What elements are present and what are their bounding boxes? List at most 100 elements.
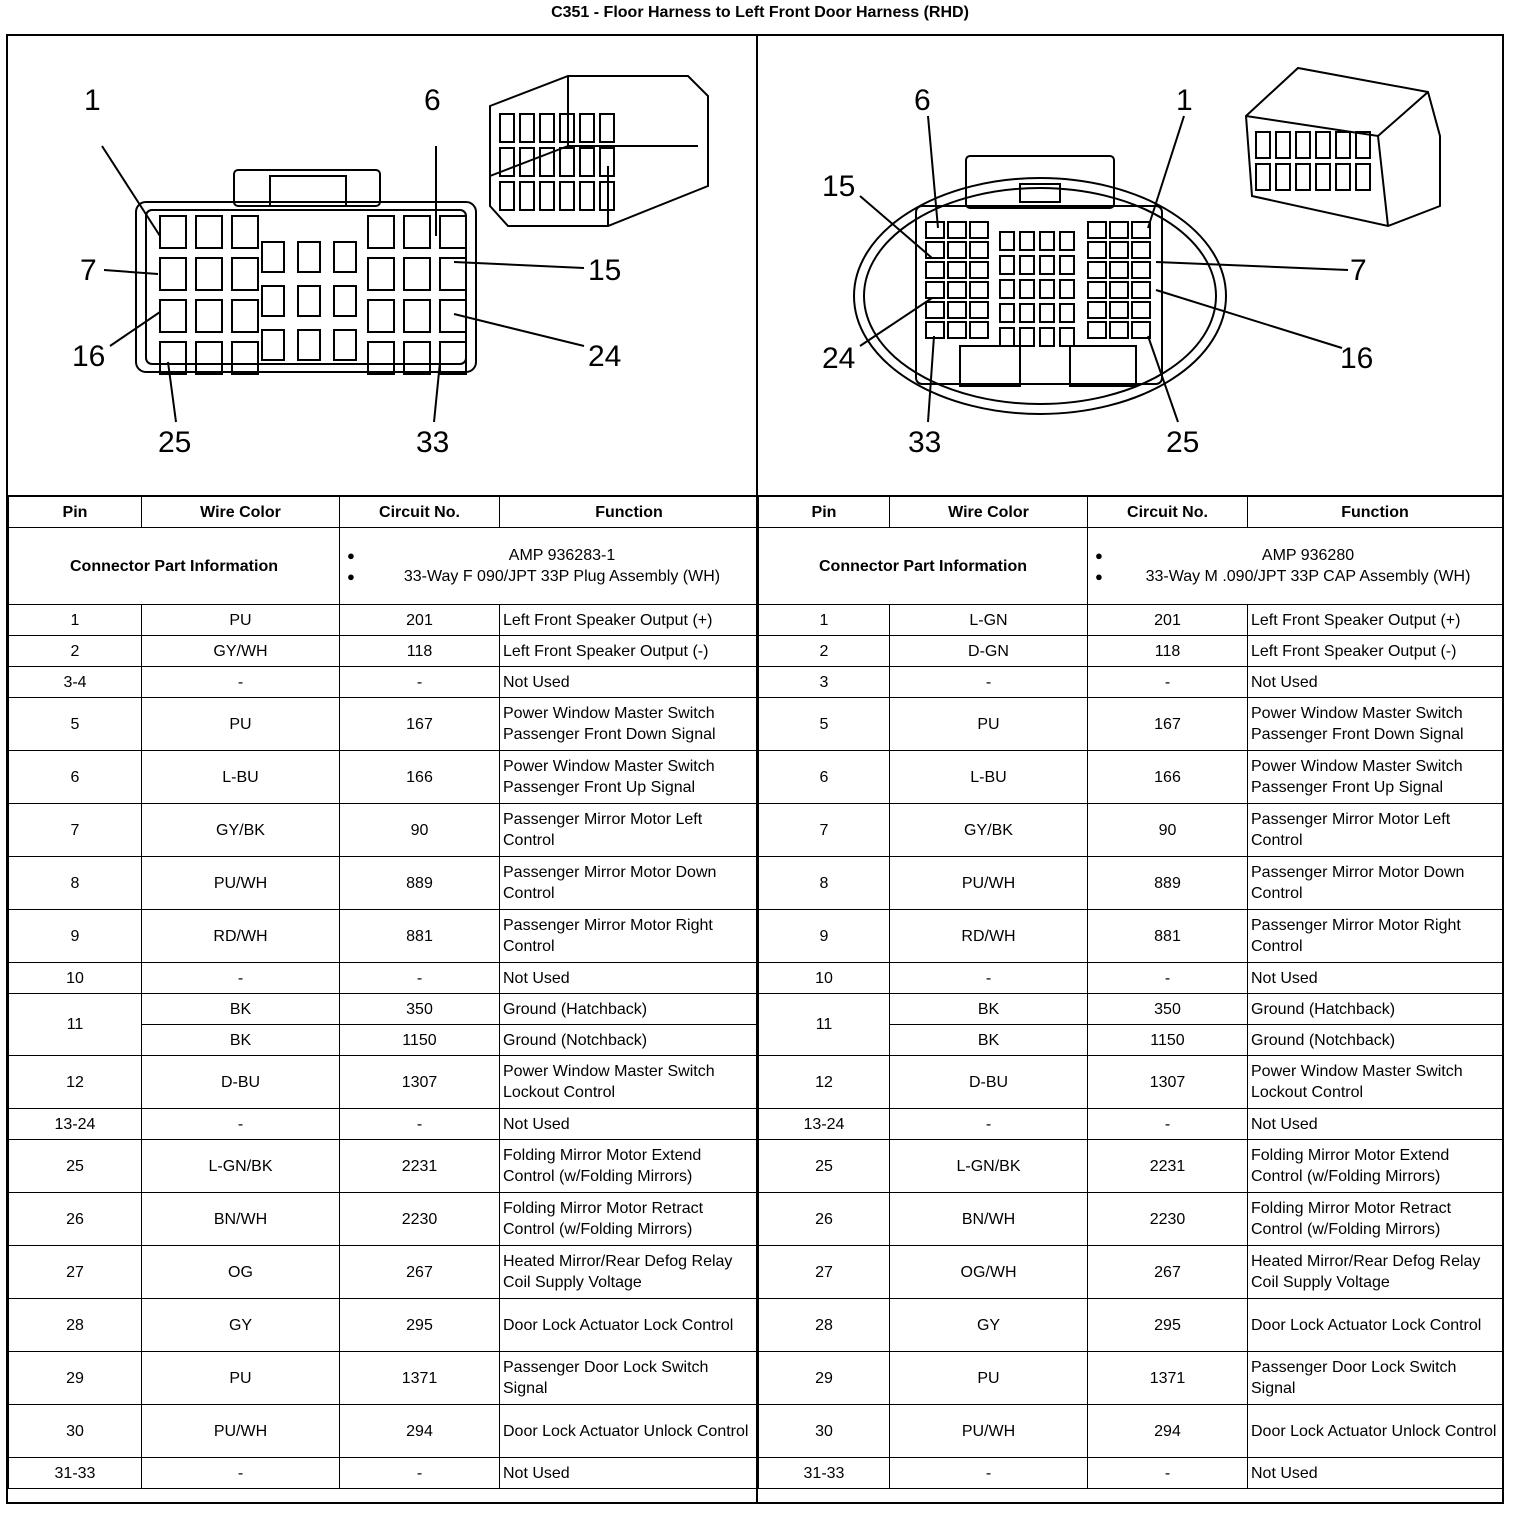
- cell-wire: RD/WH: [889, 909, 1088, 963]
- connector-part-info-row: Connector Part Information AMP 936280 33…: [758, 527, 1503, 605]
- cell-pin: 3-4: [8, 666, 142, 698]
- cell-wire: -: [141, 1108, 340, 1140]
- connector-cavity: [539, 181, 555, 211]
- connector-cavity: [1275, 163, 1291, 191]
- cell-function: Passenger Mirror Motor Right Control: [499, 909, 759, 963]
- table-row: 3-4--Not Used: [8, 666, 759, 698]
- cell-wire: PU/WH: [141, 856, 340, 910]
- connector-cavity: [367, 215, 395, 249]
- cell-pin: 30: [758, 1404, 890, 1458]
- connector-cavity: [1059, 327, 1075, 347]
- right-callout-labels: 6 1 15 7 24 16 33 25: [822, 84, 1373, 459]
- connector-cavity: [1131, 221, 1151, 239]
- connector-cavity: [1109, 321, 1129, 339]
- connector-cavity: [969, 221, 989, 239]
- cell-pin: 7: [8, 803, 142, 857]
- connector-cavity: [439, 257, 467, 291]
- connector-cavity: [1131, 261, 1151, 279]
- cell-pin: 29: [758, 1351, 890, 1405]
- connector-cavity: [231, 299, 259, 333]
- cell-circuit: 1307: [339, 1055, 500, 1109]
- connector-cavity: [1355, 163, 1371, 191]
- connector-cavity: [297, 329, 321, 361]
- connector-cavity: [1019, 231, 1035, 251]
- connector-cavity: [925, 241, 945, 259]
- cell-wire: OG/WH: [889, 1245, 1088, 1299]
- cell-pin: 31-33: [8, 1457, 142, 1489]
- cell-function: Not Used: [499, 1108, 759, 1140]
- table-header-row: Pin Wire Color Circuit No. Function: [758, 496, 1503, 528]
- cell-function: Left Front Speaker Output (-): [499, 635, 759, 667]
- connector-cavity: [1109, 301, 1129, 319]
- col-wire-color: Wire Color: [141, 496, 340, 528]
- connector-cavity: [1255, 131, 1271, 159]
- cell-pin: 11: [8, 993, 142, 1056]
- cell-pin: 6: [758, 750, 890, 804]
- cell-wire: BN/WH: [889, 1192, 1088, 1246]
- connector-cavity: [1019, 279, 1035, 299]
- cell-wire: BN/WH: [141, 1192, 340, 1246]
- connector-cavity: [1039, 231, 1055, 251]
- connector-cavity: [947, 221, 967, 239]
- connector-cavity: [579, 181, 595, 211]
- right-connector-face: [853, 155, 1227, 415]
- cell-function: Door Lock Actuator Unlock Control: [499, 1404, 759, 1458]
- cell-pin: 11: [758, 993, 890, 1056]
- cell-wire: -: [889, 1457, 1088, 1489]
- cell-circuit: 2230: [1087, 1192, 1248, 1246]
- cpi-label: Connector Part Information: [758, 527, 1088, 605]
- connector-cavity: [1087, 301, 1107, 319]
- cell-circuit: 166: [1087, 750, 1248, 804]
- connector-cavity: [367, 299, 395, 333]
- cell-function: Not Used: [1247, 1457, 1503, 1489]
- connector-cavity: [599, 147, 615, 177]
- connector-cavity: [297, 241, 321, 273]
- cell-pin: 27: [8, 1245, 142, 1299]
- cell-pin: 3: [758, 666, 890, 698]
- callout-16-right: 16: [1340, 342, 1373, 375]
- connector-cavity: [947, 281, 967, 299]
- connector-cavity: [1109, 281, 1129, 299]
- cell-pin: 29: [8, 1351, 142, 1405]
- connector-cavity: [367, 257, 395, 291]
- cell-function: Not Used: [1247, 666, 1503, 698]
- cell-circuit: 1150: [1087, 1024, 1248, 1056]
- connector-cavity: [539, 113, 555, 143]
- cell-wire: D-BU: [141, 1055, 340, 1109]
- connector-cavity: [1295, 131, 1311, 159]
- connector-cavity: [1295, 163, 1311, 191]
- callout-6-right: 6: [914, 84, 931, 117]
- connector-cavity: [1087, 321, 1107, 339]
- cell-circuit: 167: [1087, 697, 1248, 751]
- cell-wire: L-GN/BK: [889, 1139, 1088, 1193]
- connector-cavity: [159, 215, 187, 249]
- cell-wire: BK: [889, 993, 1088, 1025]
- cell-pin: 25: [8, 1139, 142, 1193]
- cell-circuit: 90: [1087, 803, 1248, 857]
- connector-cavity: [195, 299, 223, 333]
- table-row: 10--Not Used: [758, 962, 1503, 994]
- connector-cavity: [519, 113, 535, 143]
- cell-function: Door Lock Actuator Lock Control: [499, 1298, 759, 1352]
- cell-pin: 25: [758, 1139, 890, 1193]
- cell-wire: GY: [889, 1298, 1088, 1352]
- connector-cavity: [1131, 301, 1151, 319]
- cell-pin: 26: [8, 1192, 142, 1246]
- cell-function: Not Used: [499, 962, 759, 994]
- cell-wire: GY: [141, 1298, 340, 1352]
- table-row: 13-24--Not Used: [8, 1108, 759, 1140]
- connector-cavity: [999, 303, 1015, 323]
- cell-wire: BK: [141, 1024, 340, 1056]
- cell-wire: PU/WH: [889, 1404, 1088, 1458]
- cell-function: Power Window Master Switch Passenger Fro…: [1247, 750, 1503, 804]
- table-row: 10--Not Used: [8, 962, 759, 994]
